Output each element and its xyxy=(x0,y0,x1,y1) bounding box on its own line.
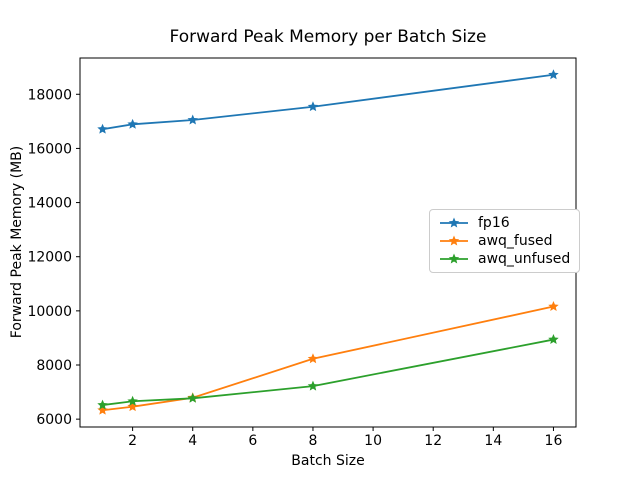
x-tick-label: 12 xyxy=(424,433,442,449)
data-point-marker-fp16 xyxy=(187,114,198,125)
x-tick-label: 10 xyxy=(364,433,382,449)
data-point-marker-awq_fused xyxy=(97,404,108,415)
data-point-marker-awq_fused xyxy=(548,301,559,311)
data-point-marker-fp16 xyxy=(548,69,559,80)
legend-item: awq_unfused xyxy=(438,251,570,268)
data-point-marker-awq_unfused xyxy=(307,380,319,391)
data-point-marker-awq_unfused xyxy=(127,395,138,406)
data-point-marker-fp16 xyxy=(127,118,138,129)
y-tick-label: 10000 xyxy=(27,304,72,320)
legend-item: fp16 xyxy=(438,215,570,232)
y-tick-label: 6000 xyxy=(36,412,72,428)
x-tick-label: 4 xyxy=(188,433,197,449)
y-tick-label: 14000 xyxy=(27,196,72,212)
series-line-awq_unfused xyxy=(102,338,554,406)
legend-line-icon xyxy=(440,253,468,264)
x-tick-label: 2 xyxy=(128,433,137,449)
data-point-marker-awq_fused xyxy=(127,401,138,412)
data-point-marker-fp16 xyxy=(97,123,108,134)
legend-label: awq_fused xyxy=(478,232,553,249)
x-axis-label: Batch Size xyxy=(291,453,365,469)
y-tick-label: 8000 xyxy=(36,358,72,374)
x-tick-label: 16 xyxy=(545,433,563,449)
legend-item: awq_fused xyxy=(438,233,570,250)
data-point-marker-awq_unfused xyxy=(548,334,559,344)
x-tick-label: 8 xyxy=(309,433,318,449)
series-line-awq_fused xyxy=(102,305,554,412)
series-line-fp16 xyxy=(102,73,554,131)
chart-title: Forward Peak Memory per Batch Size xyxy=(169,27,487,47)
legend-line-icon xyxy=(440,235,468,246)
y-tick-label: 12000 xyxy=(27,250,72,266)
data-point-marker-awq_fused xyxy=(307,353,319,364)
x-tick-label: 6 xyxy=(248,433,257,449)
data-point-marker-fp16 xyxy=(307,101,319,112)
legend-label: fp16 xyxy=(478,214,510,231)
legend-label: awq_unfused xyxy=(478,250,571,267)
x-tick-label: 14 xyxy=(484,433,502,449)
legend-line-icon xyxy=(440,217,468,228)
y-tick-label: 16000 xyxy=(27,141,72,157)
data-point-marker-awq_unfused xyxy=(97,399,108,410)
y-tick-label: 18000 xyxy=(27,87,72,103)
data-point-marker-awq_unfused xyxy=(187,392,198,403)
